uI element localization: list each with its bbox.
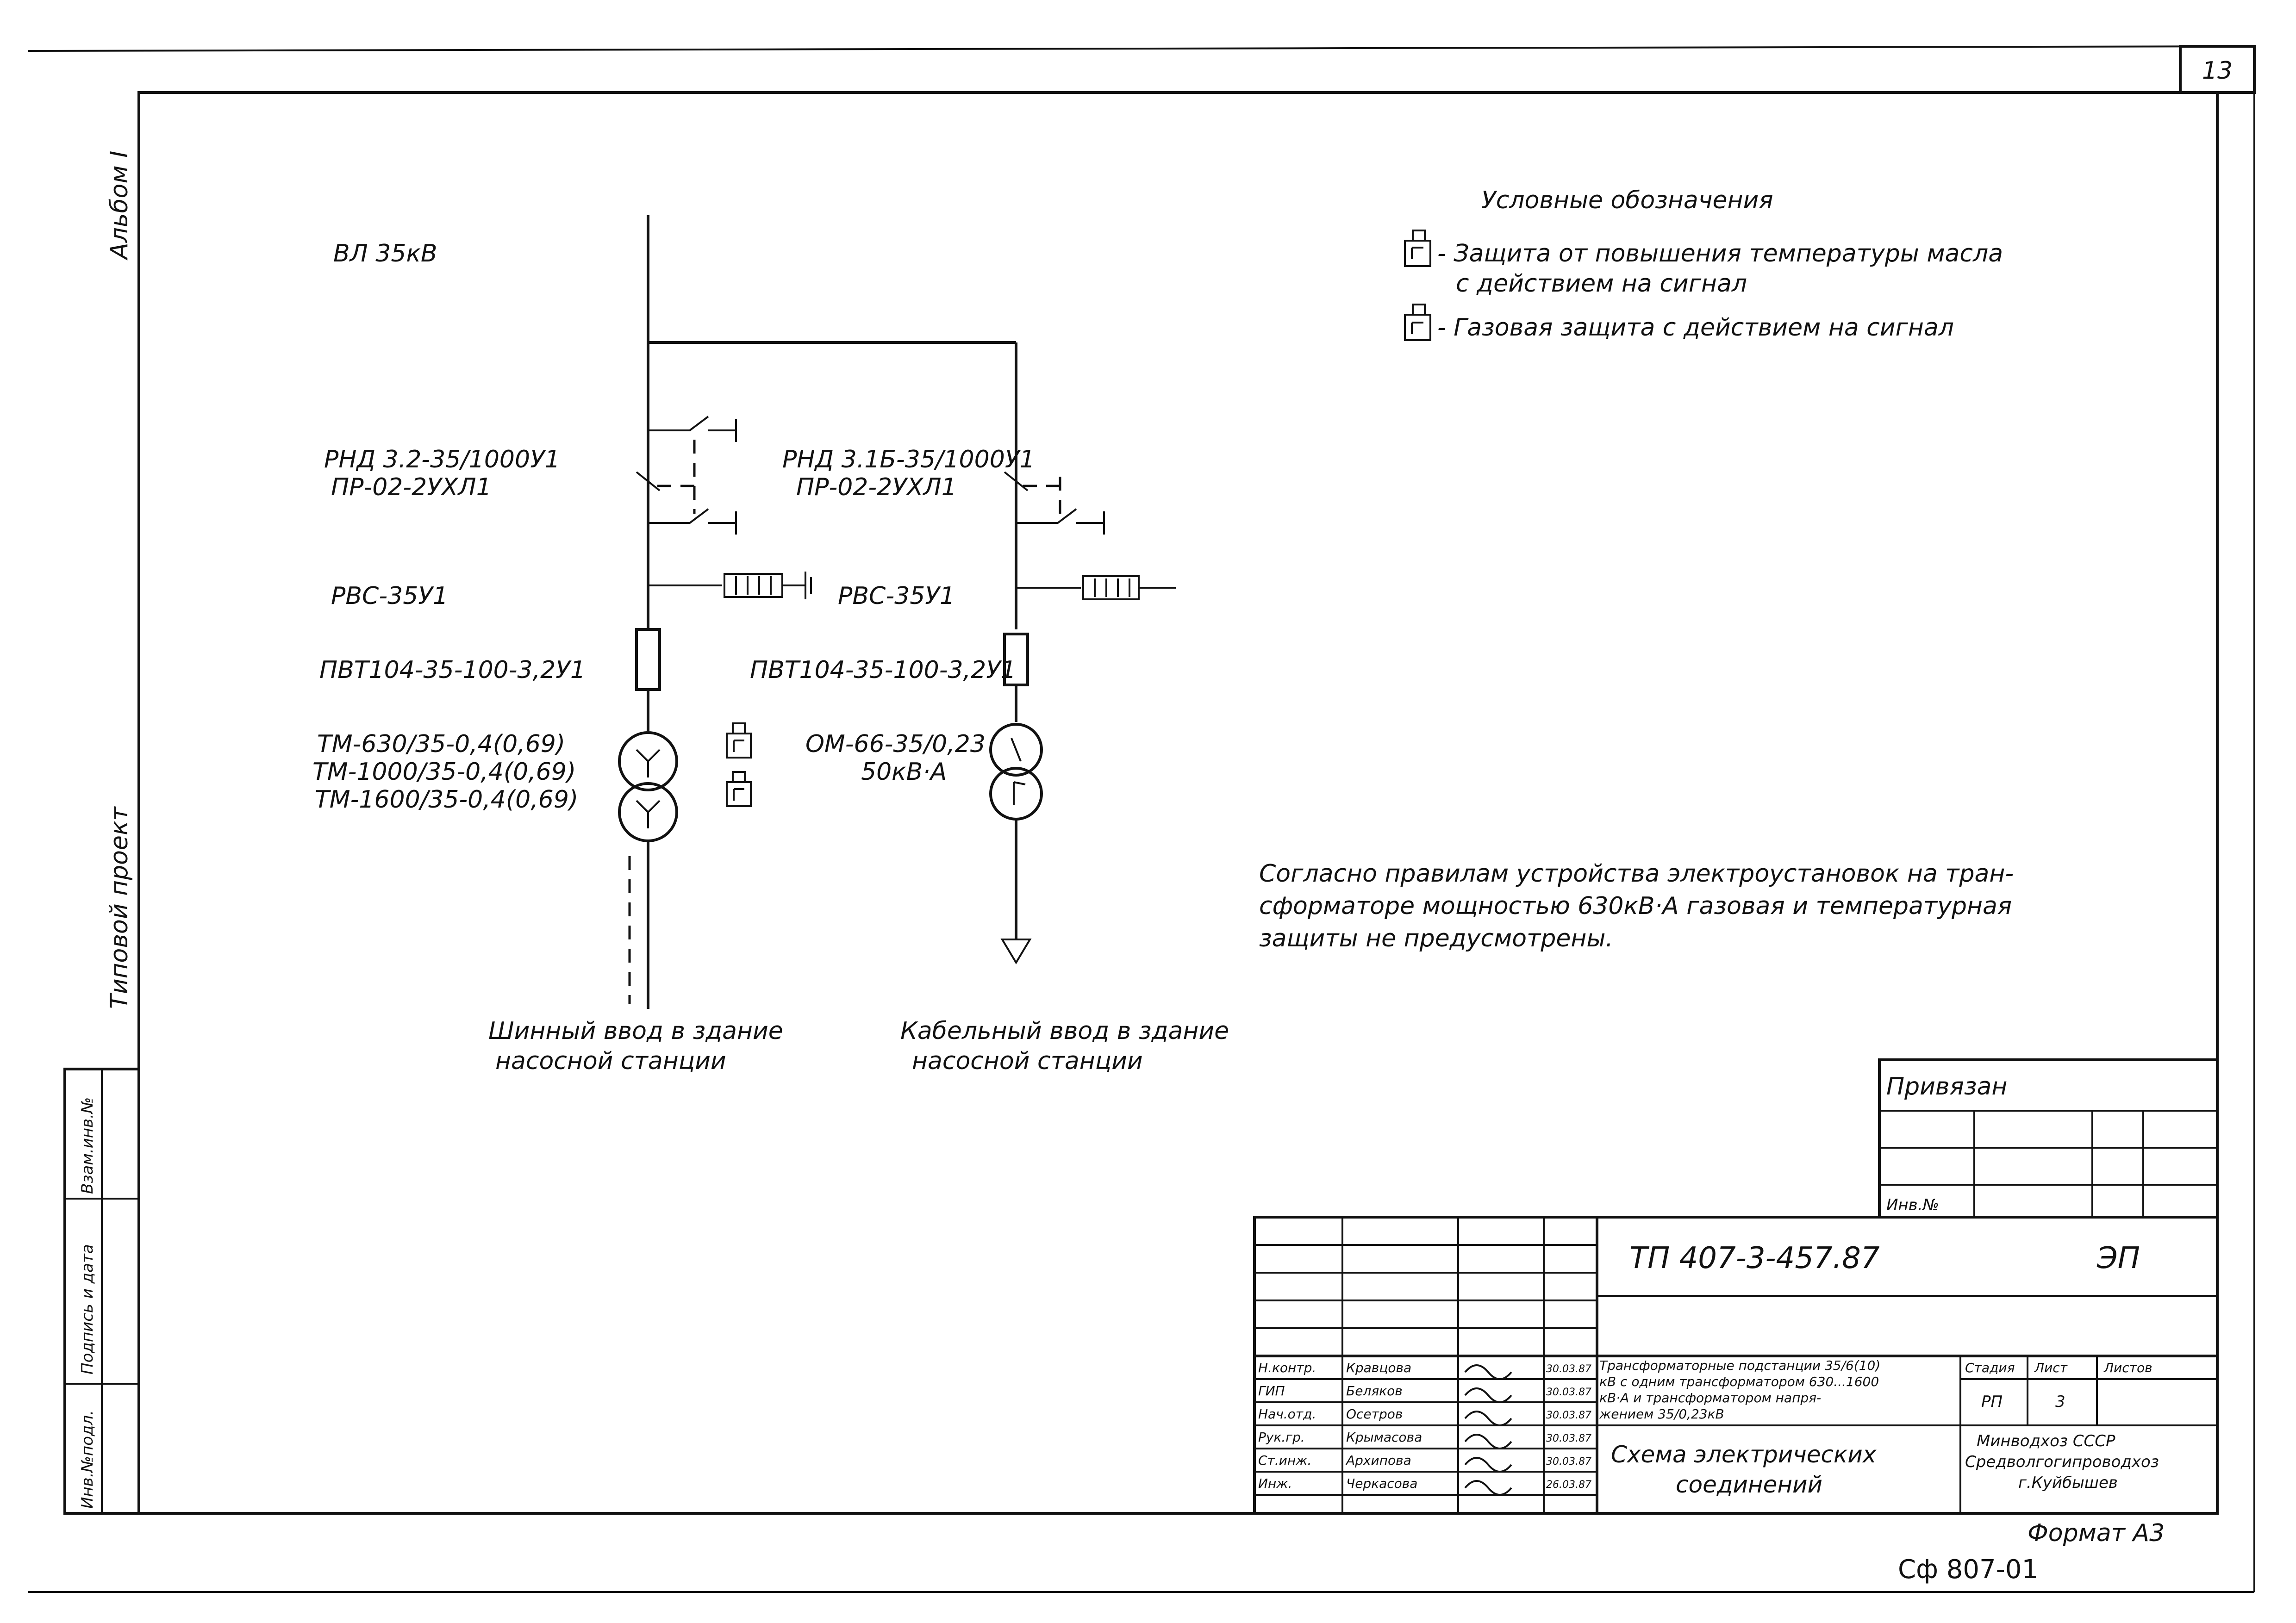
project-type-stamp: Типовой проект	[106, 806, 133, 1009]
note-line-3: защиты не предусмотрены.	[1259, 925, 1613, 952]
left-transformer-label-3: ТМ-1600/35-0,4(0,69)	[315, 786, 578, 814]
sheet-value: 3	[2055, 1393, 2065, 1411]
right-fuse-label: ПВТ104-35-100-3,2У1	[750, 656, 1016, 684]
project-name-line-2: кВ с одним трансформатором 630...1600	[1599, 1374, 1879, 1389]
note-line-1: Согласно правилам устройства электроуста…	[1259, 860, 2014, 888]
left-disconnector-label-1: РНД 3.2-35/1000У1	[324, 446, 560, 473]
format-label: Формат А3	[2028, 1519, 2165, 1547]
left-transformer-label-2: ТМ-1000/35-0,4(0,69)	[312, 758, 576, 786]
gas-protection-icon	[1404, 304, 1431, 341]
right-disconnector-label-2: ПР-02-2УХЛ1	[796, 473, 957, 501]
stage-header: Стадия	[1965, 1360, 2015, 1375]
right-input-label-1: Кабельный ввод в здание	[900, 1017, 1229, 1045]
project-name-line-3: кВ·А и трансформатором напря-	[1599, 1390, 1821, 1405]
sheet-number: 13	[2202, 57, 2233, 85]
signature-row: Инж. Черкасова 26.03.87	[1258, 1476, 1591, 1496]
svg-text:Рук.гр.: Рук.гр.	[1258, 1430, 1305, 1445]
svg-text:Кравцова: Кравцова	[1346, 1360, 1411, 1375]
signature-row: Рук.гр. Крымасова 30.03.87	[1258, 1430, 1591, 1449]
binding-inv-label: Инв.№	[1886, 1196, 1939, 1214]
signature-row: Н.контр. Кравцова 30.03.87	[1258, 1360, 1591, 1380]
right-disconnector-symbol	[1004, 471, 1105, 535]
binding-block	[1878, 1058, 2219, 1219]
outer-frame	[137, 91, 2219, 1515]
svg-text:Осетров: Осетров	[1346, 1406, 1403, 1422]
organization-line-1: Минводхоз СССР	[1977, 1432, 2115, 1450]
outer-top-rule	[27, 45, 2255, 52]
album-stamp: Альбом I	[106, 151, 133, 261]
vzam-inv-label: Взам.инв.№	[78, 1097, 97, 1194]
sheets-header: Листов	[2103, 1360, 2152, 1375]
right-transformer-symbol	[989, 723, 1043, 821]
project-name-line-4: жением 35/0,23кВ	[1599, 1406, 1724, 1422]
organization-line-2: Средволгогипроводхоз	[1965, 1453, 2159, 1471]
left-transformer-symbol	[618, 731, 678, 842]
drawing-title-line-1: Схема электрических	[1611, 1441, 1877, 1468]
stage-value: РП	[1981, 1393, 2003, 1411]
svg-text:26.03.87: 26.03.87	[1546, 1479, 1591, 1491]
cable-end-symbol	[1000, 939, 1032, 964]
legend-title: Условные обозначения	[1481, 187, 1773, 214]
sheet-number-box	[2179, 45, 2256, 94]
svg-text:30.03.87: 30.03.87	[1546, 1433, 1591, 1444]
legend-item-1-line-1: - Защита от повышения температуры масла	[1437, 240, 2003, 267]
svg-text:Черкасова: Черкасова	[1346, 1476, 1417, 1491]
svg-text:30.03.87: 30.03.87	[1546, 1410, 1591, 1421]
drawing-title-line-2: соединений	[1676, 1471, 1822, 1498]
legend-item-1-line-2: с действием на сигнал	[1456, 270, 1747, 298]
gas-protection-icon	[726, 771, 752, 807]
left-disconnector-label-2: ПР-02-2УХЛ1	[331, 473, 492, 501]
svg-text:Нач.отд.: Нач.отд.	[1258, 1406, 1316, 1422]
legend-item-2-line-1: - Газовая защита с действием на сигнал	[1437, 314, 1954, 342]
designation: ТП 407-3-457.87	[1629, 1241, 1880, 1275]
signature-row: ГИП Беляков 30.03.87	[1258, 1383, 1591, 1403]
binding-title: Привязан	[1886, 1073, 2007, 1101]
svg-text:Крымасова: Крымасова	[1346, 1430, 1422, 1445]
line-label: ВЛ 35кВ	[333, 240, 437, 267]
svg-text:Н.контр.: Н.контр.	[1258, 1360, 1316, 1375]
signature-row: Нач.отд. Осетров 30.03.87	[1258, 1406, 1591, 1426]
title-block-grid	[1253, 1216, 2219, 1515]
oil-temperature-protection-icon	[726, 722, 752, 759]
svg-text:Ст.инж.: Ст.инж.	[1258, 1453, 1311, 1468]
svg-text:30.03.87: 30.03.87	[1546, 1387, 1591, 1398]
left-disconnector-symbol	[636, 416, 737, 535]
left-input-label-2: насосной станции	[495, 1047, 726, 1075]
left-fuse-label: ПВТ104-35-100-3,2У1	[319, 656, 586, 684]
right-arrester-symbol	[1016, 575, 1176, 600]
left-input-label-1: Шинный ввод в здание	[488, 1017, 783, 1045]
left-arrester-symbol	[648, 572, 812, 599]
svg-text:Беляков: Беляков	[1346, 1383, 1403, 1399]
right-transformer-label-2: 50кВ·А	[861, 758, 947, 786]
sheet-header: Лист	[2034, 1360, 2068, 1375]
oil-temperature-protection-icon	[1404, 230, 1431, 267]
project-name-line-1: Трансформаторные подстанции 35/6(10)	[1599, 1358, 1880, 1373]
right-disconnector-label-1: РНД 3.1Б-35/1000У1	[782, 446, 1035, 473]
right-arrester-label: РВС-35У1	[838, 582, 955, 610]
left-arrester-label: РВС-35У1	[331, 582, 448, 610]
inv-podl-label: Инв.№подл.	[78, 1410, 97, 1509]
left-fuse-symbol	[635, 628, 661, 691]
signature-row: Ст.инж. Архипова 30.03.87	[1258, 1453, 1591, 1473]
podpis-data-label: Подпись и дата	[78, 1244, 97, 1374]
svg-text:Архипова: Архипова	[1345, 1453, 1411, 1468]
svg-text:Инж.: Инж.	[1258, 1476, 1292, 1491]
right-input-label-2: насосной станции	[912, 1047, 1143, 1075]
svg-text:30.03.87: 30.03.87	[1546, 1456, 1591, 1468]
svg-text:ГИП: ГИП	[1258, 1383, 1285, 1399]
note-line-2: сформаторе мощностью 630кВ·А газовая и т…	[1259, 892, 2012, 920]
svg-text:30.03.87: 30.03.87	[1546, 1363, 1591, 1375]
archive-number: Сф 807-01	[1898, 1555, 2038, 1585]
left-transformer-label-1: ТМ-630/35-0,4(0,69)	[317, 730, 565, 758]
right-transformer-label-1: ОМ-66-35/0,23	[805, 730, 986, 758]
organization-line-3: г.Куйбышев	[2018, 1474, 2118, 1492]
document-mark: ЭП	[2096, 1241, 2140, 1275]
